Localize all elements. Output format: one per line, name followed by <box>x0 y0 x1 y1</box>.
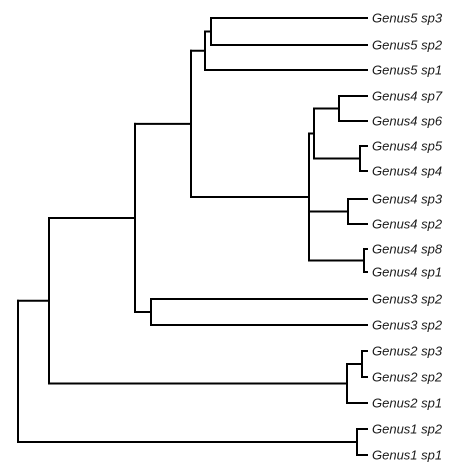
tip-label: Genus4 sp6 <box>372 114 443 129</box>
tip-label: Genus2 sp3 <box>372 344 443 359</box>
tip-label: Genus4 sp8 <box>372 242 443 257</box>
tip-label: Genus4 sp2 <box>372 217 443 232</box>
tip-label: Genus2 sp2 <box>372 370 443 385</box>
tip-label: Genus4 sp4 <box>372 164 442 179</box>
tip-label: Genus5 sp3 <box>372 11 443 26</box>
tip-label: Genus3 sp2 <box>372 292 443 307</box>
tip-label: Genus4 sp5 <box>372 139 443 154</box>
tree-branches <box>17 17 368 456</box>
tip-label: Genus5 sp2 <box>372 38 443 53</box>
tip-label: Genus4 sp1 <box>372 265 442 280</box>
tip-label: Genus2 sp1 <box>372 396 442 411</box>
tip-label: Genus1 sp2 <box>372 422 443 437</box>
tip-label: Genus3 sp2 <box>372 318 443 333</box>
tip-label: Genus5 sp1 <box>372 63 442 78</box>
tip-label: Genus4 sp3 <box>372 192 443 207</box>
tip-label: Genus1 sp1 <box>372 448 442 463</box>
tip-label: Genus4 sp7 <box>372 89 443 104</box>
